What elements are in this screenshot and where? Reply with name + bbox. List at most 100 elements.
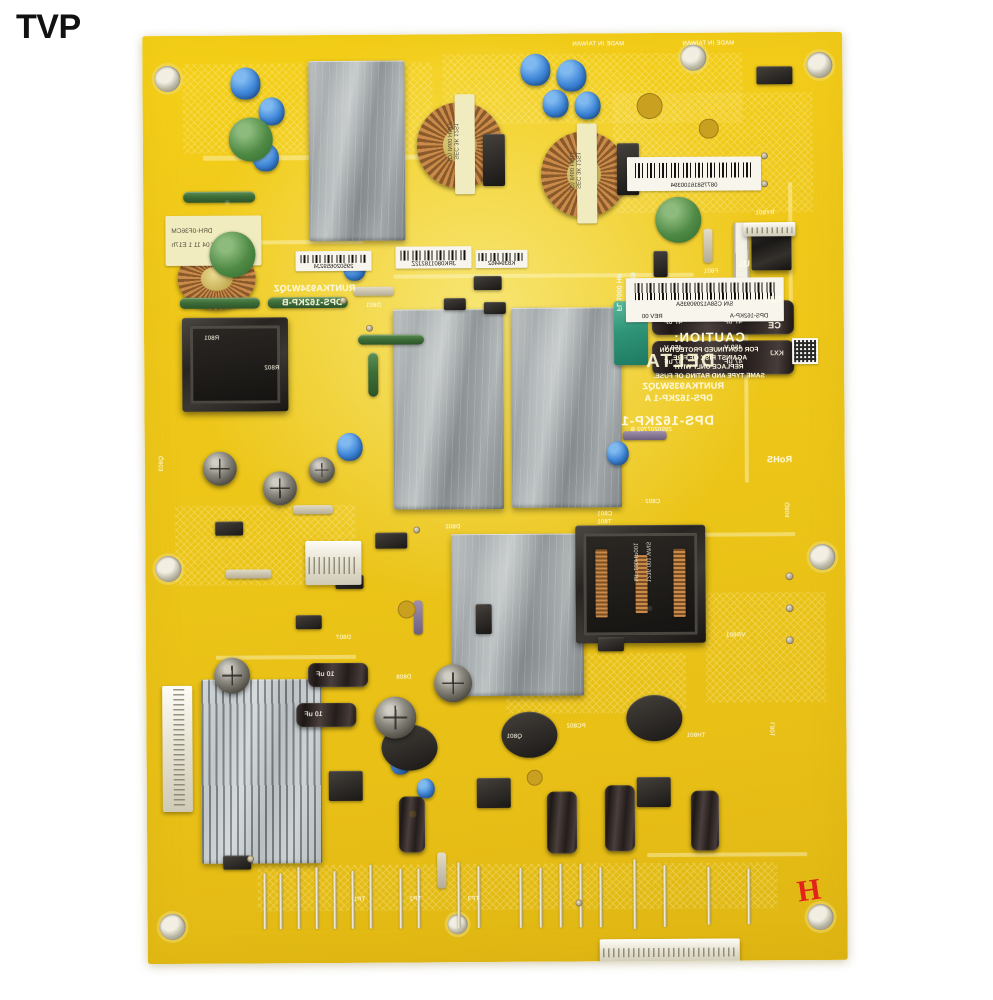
qr-code-label (792, 338, 819, 365)
solder-pad (247, 855, 255, 863)
electrolytic-cap-lying: 10 uF (296, 702, 357, 728)
choke-label-lf802: (D) IN60 HNLF SEC 3K 12S1 (446, 94, 476, 195)
refdes: Q803 (158, 456, 165, 472)
refdes: D801 (365, 302, 381, 309)
diode (653, 250, 668, 278)
jumper-wire (279, 873, 283, 930)
assembly-no2-silkscreen: DPS-162KP-1 A (644, 392, 713, 404)
refdes: C802 (645, 498, 661, 506)
jumper-wire (297, 867, 301, 930)
barcode-label-c: K8394462 (475, 249, 528, 269)
refdes: C801 (597, 511, 613, 518)
blue-capacitor (336, 432, 363, 461)
refdes: D807 (335, 634, 352, 641)
mounting-hole (809, 543, 836, 571)
electrolytic-cap-standing (398, 796, 426, 853)
choke-label-lf803: (D) IN60 HNLF SEC 3K 12S1 (568, 123, 598, 224)
refdes-relay: RY801 (755, 210, 775, 217)
blue-capacitor (606, 441, 629, 466)
litz-winding (673, 548, 686, 617)
model-silkscreen: DPS-162KP-1 (620, 412, 714, 429)
jumper-wire (663, 864, 667, 927)
jumper-wire (539, 867, 543, 928)
safety-mark-ul: UL (737, 258, 751, 269)
refdes-transformer: T801 (597, 519, 612, 526)
blue-capacitor (574, 91, 601, 120)
via-pad (698, 118, 719, 139)
solder-pad (575, 899, 583, 907)
refdes: D802 (445, 524, 461, 531)
blue-capacitor (416, 778, 435, 799)
barcode (635, 282, 775, 301)
electrolytic-cap (202, 451, 237, 486)
solder-pad (761, 180, 769, 188)
to220-package (328, 770, 363, 802)
via-pad (526, 769, 543, 786)
refdes: VR801 (725, 632, 746, 639)
resistor (293, 504, 334, 515)
refdes: PC802 (566, 723, 586, 730)
origin-silkscreen-2: MADE IN TAIWAN (682, 40, 735, 47)
refdes: R801 (204, 335, 220, 342)
solder-pad (785, 636, 794, 645)
safety-mark-rohs: RoHS (766, 454, 793, 465)
resistor (353, 286, 394, 296)
via-pad (397, 600, 416, 619)
electrolytic-cap (374, 696, 417, 739)
jumper-wire (633, 859, 637, 930)
solder-pad (339, 296, 347, 304)
barcode-label-a: JRK0801182J2Z (395, 246, 472, 269)
jumper-wire (707, 866, 711, 925)
to220-package (636, 776, 671, 808)
jumper-wire (333, 870, 337, 929)
jumper-wire (747, 868, 751, 925)
jumper-wire (315, 867, 319, 930)
connector-cn802[interactable] (162, 685, 193, 813)
jumper-wire (457, 862, 461, 929)
connector-cn801[interactable] (305, 540, 362, 586)
jumper-wire (369, 864, 373, 929)
mounting-hole (155, 555, 182, 583)
mounting-hole (154, 65, 181, 93)
mounting-hole (159, 913, 186, 941)
litz-winding (595, 549, 608, 618)
refdes: D808 (396, 674, 412, 681)
varistor (209, 231, 256, 278)
diode (375, 532, 408, 549)
diode (215, 521, 244, 536)
refdes: L801 (770, 722, 777, 737)
connector-cn804[interactable] (743, 222, 796, 237)
trace (647, 852, 808, 858)
copper-pour (705, 591, 827, 703)
heatsink-primary (308, 60, 406, 242)
blue-capacitor (520, 53, 551, 86)
electrolytic-cap (308, 456, 335, 484)
resistor (225, 569, 272, 579)
jumper-wire (579, 863, 583, 928)
refdes: Q801 (506, 733, 522, 740)
jumper-wire (263, 873, 267, 930)
transformer-main-t801: MF-180HP001 1236 001 WNS (575, 524, 706, 644)
connector-cn803[interactable] (599, 938, 740, 964)
refdes: R802 (264, 365, 280, 372)
blue-capacitor (542, 89, 569, 118)
safety-mark-ce: CE (767, 320, 781, 331)
refdes: Q804 (785, 502, 792, 518)
electrolytic-cap (434, 664, 473, 703)
brand-logo-delta: DELTA (644, 350, 715, 373)
main-product-label: S/N C58A12090935A REV 00 DPS-162KP-A (625, 277, 784, 323)
heatsink-secondary (451, 533, 585, 697)
diode (475, 604, 492, 635)
heatsink-center-right (510, 307, 623, 508)
barcode (634, 162, 754, 179)
jumper-wire (559, 863, 563, 928)
capacitor-box (482, 133, 506, 187)
mounting-hole (806, 51, 833, 79)
solder-pad (365, 324, 373, 332)
cement-resistor (368, 352, 379, 397)
blue-capacitor (230, 67, 261, 100)
rev-silkscreen-left: DPS-162KP-B (281, 296, 343, 308)
red-marker-mark: H (795, 872, 823, 909)
toroid-inductor (626, 694, 683, 742)
